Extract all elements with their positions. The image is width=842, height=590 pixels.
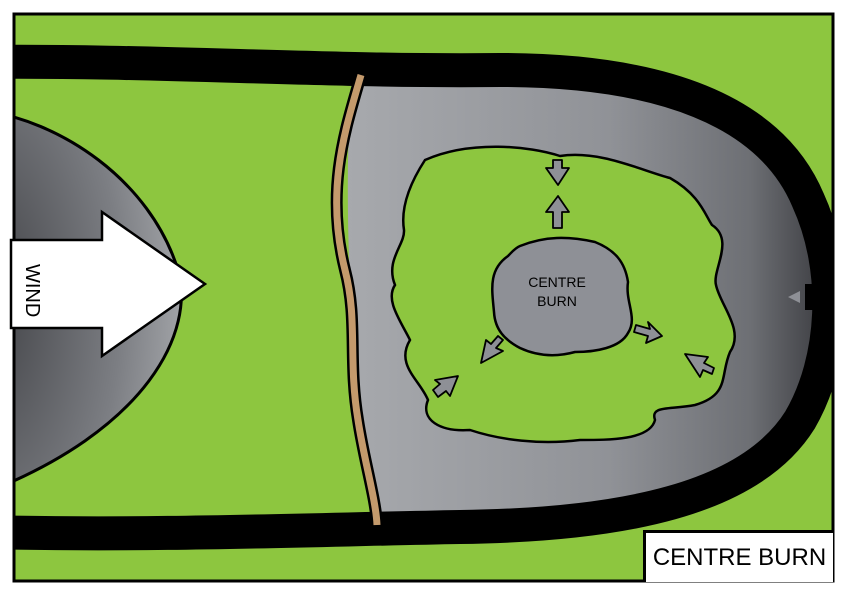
centre-burn-label-line1: CENTRE	[528, 274, 586, 290]
centre-burn-label-line2: BURN	[537, 293, 577, 309]
caption-box: CENTRE BURN	[643, 530, 833, 582]
caption-text: CENTRE BURN	[653, 544, 826, 572]
wind-label: WIND	[21, 264, 43, 317]
fire-break-exit	[805, 284, 842, 310]
